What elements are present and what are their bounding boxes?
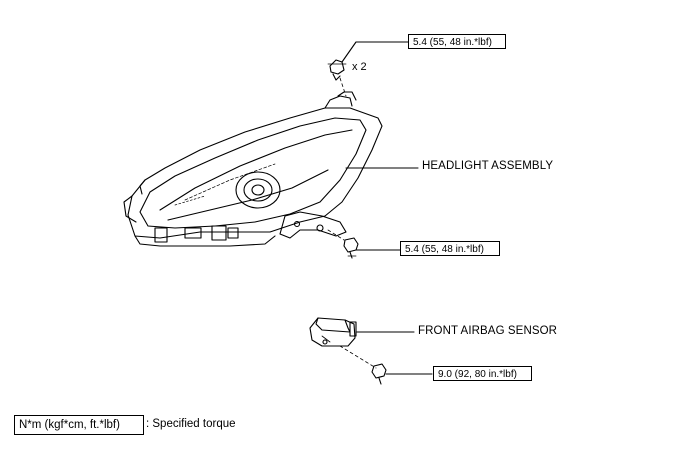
clip-drawing bbox=[327, 59, 347, 81]
clip-install-path bbox=[339, 77, 347, 97]
legend-description: : Specified torque bbox=[146, 418, 236, 430]
clip-quantity-label: x 2 bbox=[352, 61, 367, 73]
torque-box-sensor-bolt: 9.0 (92, 80 in.*lbf) bbox=[433, 366, 532, 381]
sensor-bolt-drawing bbox=[371, 363, 387, 385]
legend-torque-symbol: N*m (kgf*cm, ft.*lbf) bbox=[14, 415, 144, 435]
front-airbag-sensor-label: FRONT AIRBAG SENSOR bbox=[418, 325, 558, 337]
bolt-install-path bbox=[327, 229, 345, 241]
front-airbag-sensor-drawing bbox=[309, 317, 357, 347]
torque-box-headlight-bolt: 5.4 (55, 48 in.*lbf) bbox=[400, 241, 500, 256]
headlight-assembly-drawing bbox=[123, 91, 383, 247]
torque-box-clip: 5.4 (55, 48 in.*lbf) bbox=[408, 34, 506, 49]
leader-clip-torque bbox=[341, 41, 409, 63]
headlight-assembly-label: HEADLIGHT ASSEMBLY bbox=[422, 160, 554, 172]
headlight-bolt-drawing bbox=[343, 237, 359, 259]
sensor-install-path bbox=[339, 345, 377, 369]
